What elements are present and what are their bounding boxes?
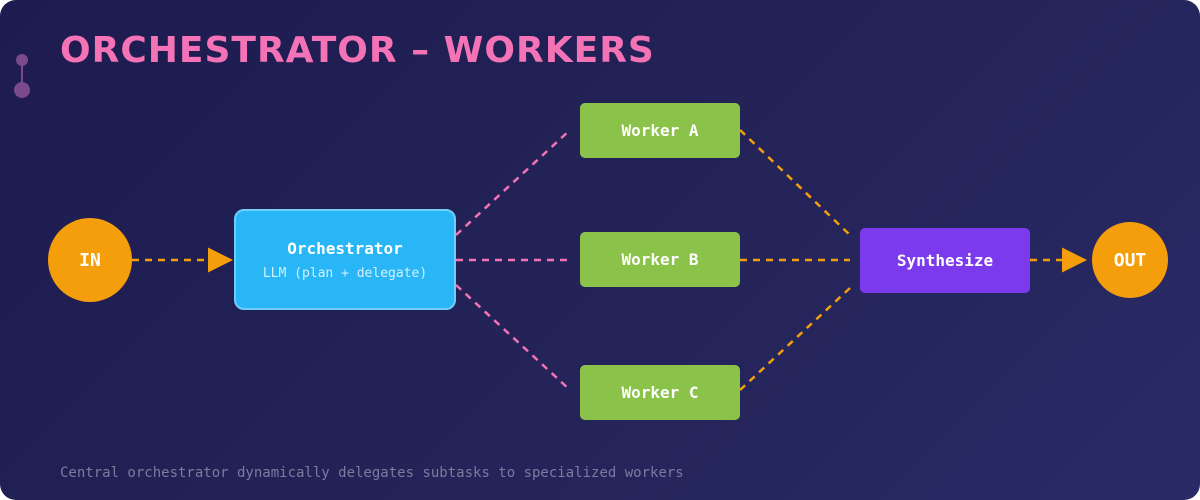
orchestrator-subtitle: LLM (plan + delegate) <box>262 265 428 281</box>
input-node: IN <box>48 218 132 302</box>
orchestrator-node: Orchestrator LLM (plan + delegate) <box>234 209 456 310</box>
page-title: ORCHESTRATOR – WORKERS <box>60 30 655 71</box>
edge-worker-c-synthesize <box>739 287 851 391</box>
caption: Central orchestrator dynamically delegat… <box>60 465 684 481</box>
output-node: OUT <box>1092 222 1168 298</box>
worker-b-node: Worker B <box>580 232 740 287</box>
worker-a-node: Worker A <box>580 103 740 158</box>
edge-worker-a-synthesize <box>739 129 851 236</box>
edge-orchestrator-worker-c <box>455 284 571 391</box>
orchestrator-title: Orchestrator <box>287 238 403 258</box>
edge-orchestrator-worker-a <box>455 129 571 236</box>
worker-c-node: Worker C <box>580 365 740 420</box>
logo-icon <box>14 54 30 98</box>
synthesize-node: Synthesize <box>860 228 1030 293</box>
